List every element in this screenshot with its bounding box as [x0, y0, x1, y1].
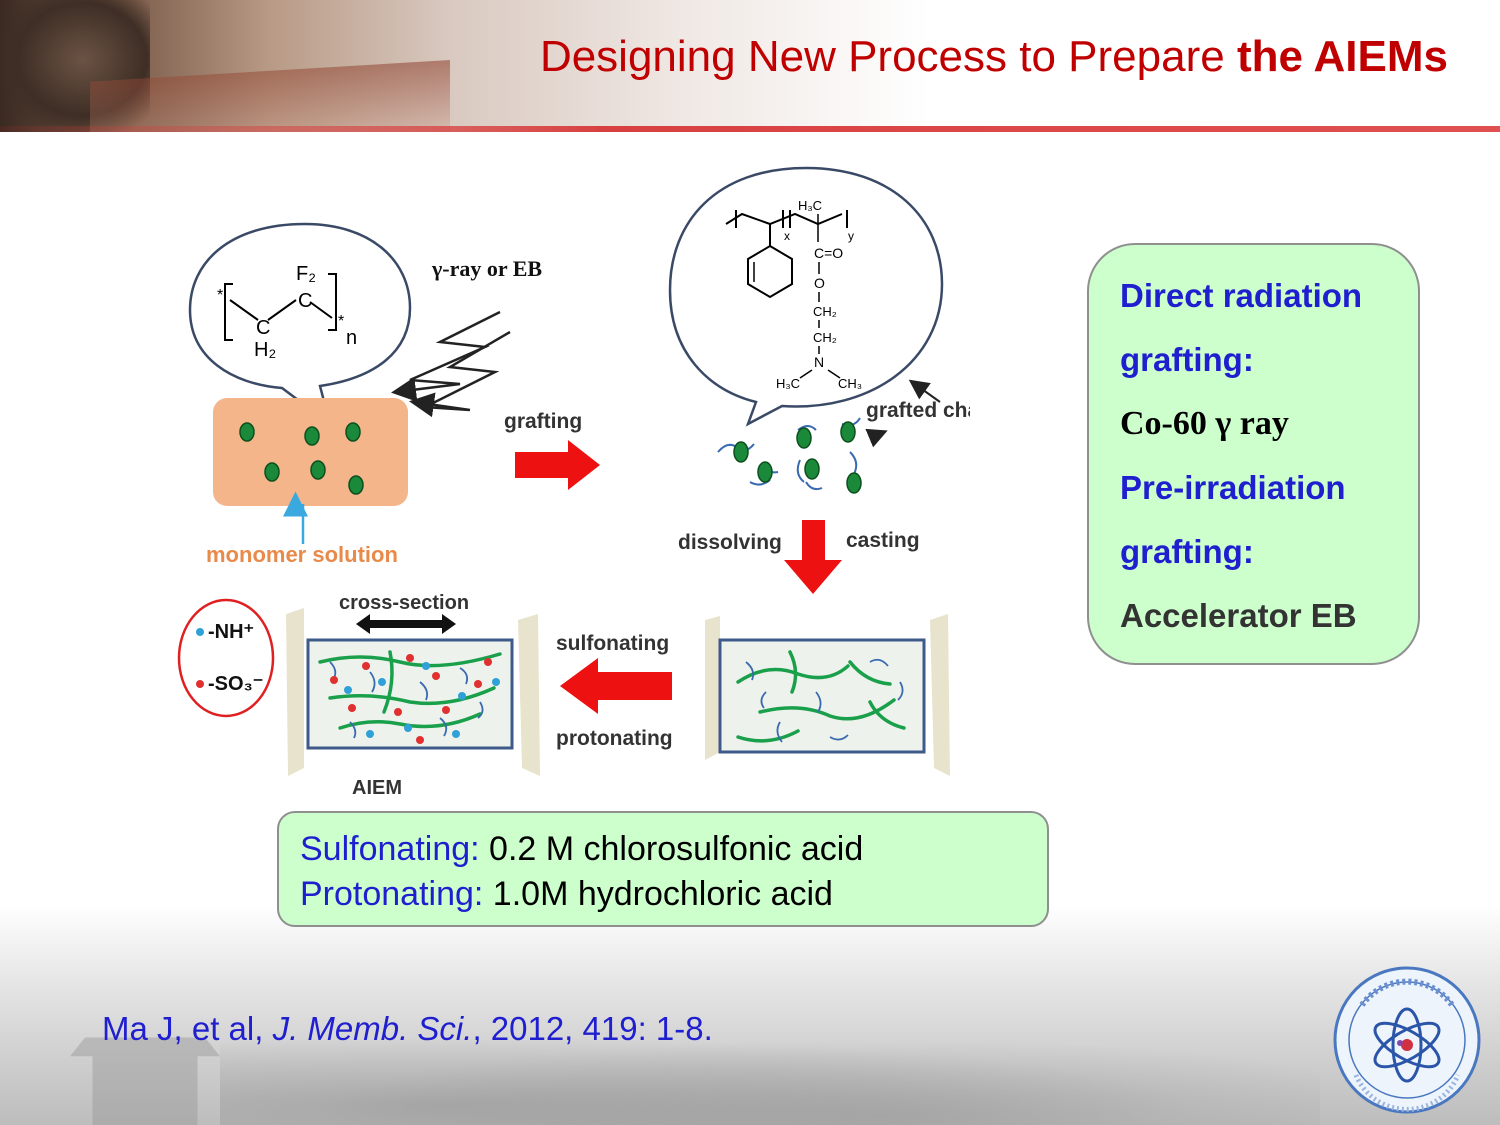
copolymer-structure-bubble: x y H₃C C=O O CH₂ CH₂ N H₃C CH₃: [668, 166, 944, 427]
method-line-pre-irradiation: Pre-irradiation: [1120, 469, 1346, 506]
footer-background-photo: [0, 905, 1500, 1125]
polymer-particles: [239, 422, 364, 495]
copolymer-ch2b: CH₂: [813, 330, 837, 345]
pvdf-n: n: [346, 327, 357, 349]
cast-membrane: [705, 614, 950, 776]
citation-journal: J. Memb. Sci.: [272, 1010, 473, 1047]
grafting-label: grafting: [504, 410, 582, 433]
sulfonate-groups: [330, 654, 492, 744]
sulfonating-label: sulfonating: [556, 632, 669, 655]
grafted-chains-pointer-2: [908, 379, 941, 403]
pvdf-structure-bubble: * * F₂ C C H₂ n: [188, 222, 412, 428]
aiem-process-diagram: * * F₂ C C H₂ n γ-ray or EB monomer solu…: [177, 166, 970, 799]
protonating-key: Protonating:: [300, 875, 484, 913]
copolymer-h3c-top: H₃C: [798, 198, 822, 213]
pvdf-c-bottom: C: [256, 317, 270, 339]
legend-so3-label: -SO₃⁻: [208, 673, 263, 695]
radiation-label: γ-ray or EB: [431, 256, 542, 281]
page-title-accent: the AIEMs: [1236, 32, 1448, 81]
ammonium-groups: [344, 662, 500, 738]
grafting-method-note: Direct radiation grafting: Co-60 γ ray P…: [1087, 243, 1420, 665]
footer-building-silhouette: [70, 1037, 220, 1125]
copolymer-ch2a: CH₂: [813, 304, 837, 319]
monomer-film: [213, 398, 408, 506]
pvdf-star-right: *: [338, 313, 344, 330]
radiation-zigzag-1: [391, 310, 501, 402]
copolymer-y: y: [848, 229, 854, 243]
protonating-condition: Protonating: 1.0M hydrochloric acid: [300, 872, 1047, 917]
functional-group-legend: -NH⁺ -SO₃⁻: [177, 598, 275, 718]
reference-citation: Ma J, et al, J. Memb. Sci., 2012, 419: 1…: [102, 1010, 713, 1048]
dissolving-label: dissolving: [678, 531, 782, 554]
sulfonating-value: 0.2 M chlorosulfonic acid: [479, 830, 864, 868]
protonating-value: 1.0M hydrochloric acid: [483, 875, 833, 913]
pvdf-c-top: C: [298, 290, 312, 312]
cross-section-double-arrow: [356, 614, 456, 634]
dissolving-arrow: [784, 520, 842, 594]
research-group-logo: [1333, 966, 1481, 1114]
cross-section-label: cross-section: [339, 592, 469, 614]
sulfonating-arrow: [560, 658, 672, 714]
grafting-arrow: [515, 440, 600, 490]
page-title: Designing New Process to Prepare the AIE…: [540, 32, 1448, 82]
copolymer-n: N: [814, 354, 824, 370]
radiation-zigzag-2: [409, 330, 511, 418]
process-conditions-note: Sulfonating: 0.2 M chlorosulfonic acid P…: [277, 811, 1049, 927]
sulfonating-condition: Sulfonating: 0.2 M chlorosulfonic acid: [300, 827, 1047, 872]
sulfonating-key: Sulfonating:: [300, 830, 480, 868]
pvdf-f2: F₂: [296, 263, 316, 285]
header-divider-line: [0, 126, 1500, 132]
grafted-chains-pointer: [865, 428, 888, 448]
citation-authors: Ma J, et al,: [102, 1010, 273, 1047]
aiem-label: AIEM: [352, 777, 402, 799]
monomer-solution-label: monomer solution: [206, 542, 398, 567]
copolymer-h3c: H₃C: [776, 376, 800, 391]
method-line-co60: Co-60 γ ray: [1120, 405, 1289, 442]
legend-nh-label: -NH⁺: [208, 621, 254, 643]
grafted-particles: [717, 417, 862, 494]
protonating-label: protonating: [556, 727, 673, 750]
method-line-direct-radiation: Direct radiation: [1120, 277, 1363, 314]
copolymer-o: O: [814, 275, 825, 291]
copolymer-co: C=O: [814, 245, 843, 261]
casting-label: casting: [846, 529, 920, 552]
page-title-main: Designing New Process to Prepare: [539, 32, 1237, 81]
method-line-accelerator: Accelerator EB: [1120, 597, 1357, 634]
copolymer-ch3: CH₃: [838, 376, 862, 391]
grafted-chains-label: grafted chains: [866, 399, 970, 422]
header-banner-photo: [0, 0, 1500, 132]
method-line-grafting-2: grafting:: [1120, 533, 1254, 570]
method-line-grafting-1: grafting:: [1120, 341, 1254, 378]
aiem-membrane: [286, 608, 540, 776]
citation-details: , 2012, 419: 1-8.: [472, 1010, 713, 1047]
pvdf-h2: H₂: [254, 339, 276, 361]
footer-trees-silhouette: [220, 1025, 1320, 1125]
pvdf-star-left: *: [217, 287, 223, 304]
copolymer-x: x: [784, 229, 790, 243]
